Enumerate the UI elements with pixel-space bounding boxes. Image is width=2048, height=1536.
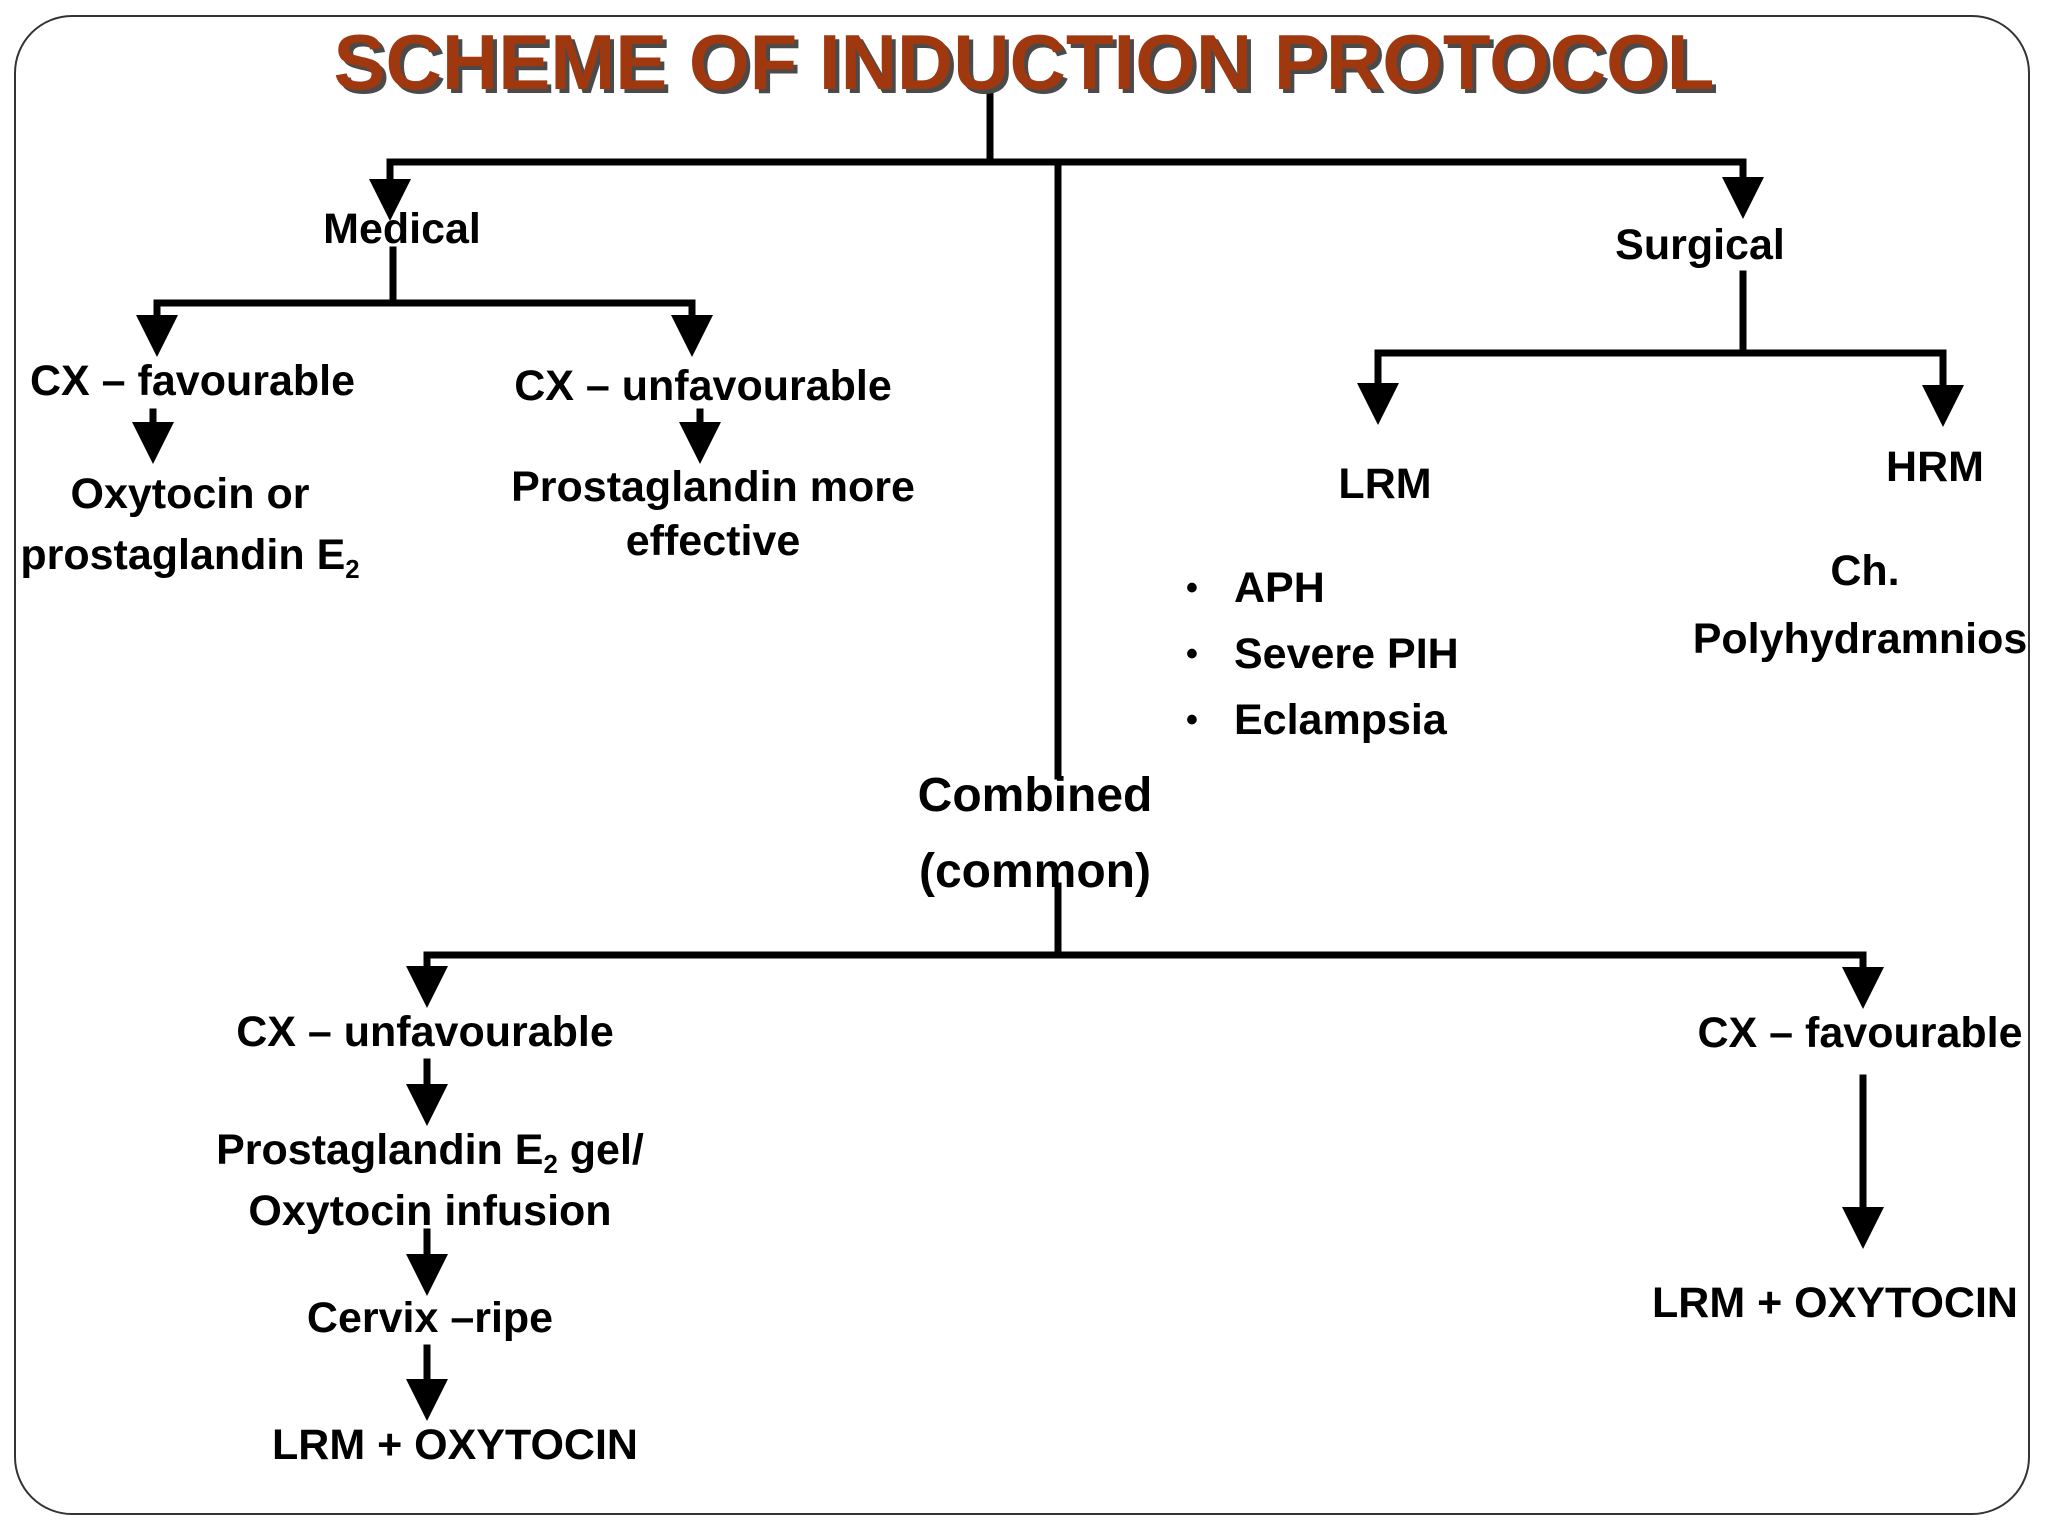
- lrm-indication-text: Severe PIH: [1234, 630, 1459, 678]
- surgical-label: Surgical: [1615, 221, 1785, 269]
- medical-cx-unfavourable-label: CX – unfavourable: [514, 362, 892, 410]
- combined-favourable-result: LRM + OXYTOCIN: [1652, 1279, 2018, 1327]
- lrm-indication-item: • Eclampsia: [1182, 687, 1459, 753]
- lrm-indication-item: • APH: [1182, 555, 1459, 621]
- medical-favourable-result-line1: Oxytocin or: [70, 470, 310, 518]
- hrm-indication-line2: Polyhydramnios: [1692, 615, 2028, 663]
- lrm-indications: • APH • Severe PIH • Eclampsia: [1182, 555, 1459, 753]
- medical-cx-favourable-label: CX – favourable: [30, 357, 355, 405]
- combined-step3: LRM + OXYTOCIN: [272, 1421, 638, 1469]
- bullet-icon: •: [1186, 635, 1198, 673]
- lrm-indication-text: APH: [1234, 564, 1325, 612]
- hrm-label: HRM: [1886, 443, 1984, 491]
- combined-label-line2: (common): [919, 845, 1151, 898]
- hrm-indication-line1: Ch.: [1830, 547, 1900, 595]
- medical-favourable-result-line2: prostaglandin E2: [20, 531, 360, 585]
- bullet-icon: •: [1186, 569, 1198, 607]
- combined-step2: Cervix –ripe: [306, 1294, 554, 1342]
- lrm-label: LRM: [1338, 460, 1432, 508]
- lrm-indication-item: • Severe PIH: [1182, 621, 1459, 687]
- medical-label: Medical: [323, 205, 481, 253]
- combined-label-line1: Combined: [917, 769, 1153, 822]
- combined-cx-favourable-label: CX – favourable: [1697, 1009, 2023, 1057]
- combined-step1-line1: Prostaglandin E2 gel/: [216, 1126, 644, 1180]
- slide-frame: [14, 15, 2030, 1515]
- combined-step1-line2: Oxytocin infusion: [248, 1187, 612, 1235]
- medical-unfavourable-result-line1: Prostaglandin more: [511, 463, 915, 511]
- medical-unfavourable-result-line2: effective: [625, 517, 801, 565]
- lrm-indication-text: Eclampsia: [1234, 696, 1447, 744]
- page-title: SCHEME OF INDUCTION PROTOCOL: [333, 18, 1715, 106]
- combined-cx-unfavourable-label: CX – unfavourable: [236, 1008, 614, 1056]
- lrm-indication-list: • APH • Severe PIH • Eclampsia: [1182, 555, 1459, 753]
- bullet-icon: •: [1186, 701, 1198, 739]
